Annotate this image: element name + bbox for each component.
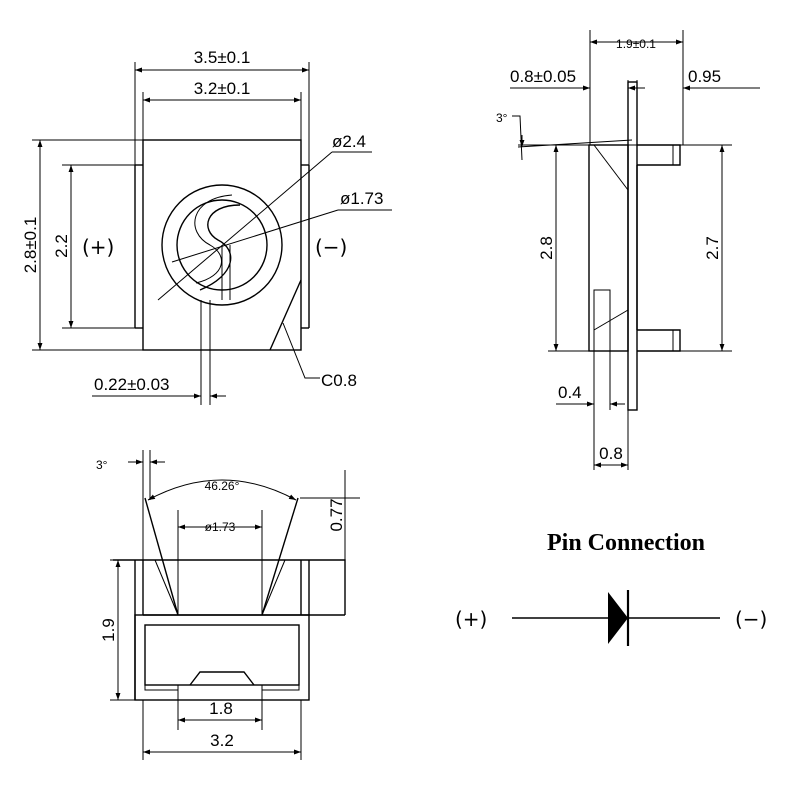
dim-top-span-label: 1.9±0.1: [616, 37, 656, 51]
dim-height-inner-label: 2.2: [52, 234, 71, 258]
dim-pad-span-label: 1.8: [209, 699, 233, 718]
dim-front-lens-label: ø1.73: [205, 520, 236, 534]
package-body: [142, 139, 302, 351]
cone-right: [261, 497, 299, 616]
front-body: [134, 614, 310, 701]
dim-right-offset-label: 0.95: [688, 67, 721, 86]
dim-front-angle-label: 3°: [96, 458, 108, 472]
top-anode-label: (+): [82, 235, 114, 259]
leader-diameter-inner: [171, 209, 339, 263]
pin-connection: Pin Connection (+) (−): [455, 530, 767, 646]
dim-pad-width-label: 0.22±0.03: [94, 375, 170, 394]
leader-diameter-outer: [157, 151, 333, 301]
dim-side-angle-label: 3°: [496, 111, 508, 125]
side-view: 1.9±0.1 0.8±0.05 0.95 3° 2.8: [496, 30, 760, 470]
side-foot: [593, 289, 611, 352]
cone-left: [144, 497, 179, 616]
dim-height-outer-label: 2.8±0.1: [21, 217, 40, 274]
top-view: 3.5±0.1 3.2±0.1 2.8±0.1 2.2 0.22±0.03 C0…: [21, 48, 392, 405]
pin-connection-title: Pin Connection: [547, 530, 705, 556]
dim-front-width-label: 3.2: [210, 731, 234, 750]
lens-outer-circle: [161, 184, 283, 306]
front-view: 46.26° ø1.73 3° 0.77 1.9 1.8 3.2: [96, 450, 360, 760]
dim-width-inner-label: 3.2±0.1: [194, 79, 251, 98]
dim-base-label: 0.8: [599, 444, 623, 463]
dim-front-height-label: 1.9: [99, 618, 118, 642]
pin-anode-label: (+): [455, 607, 487, 631]
diode-triangle-icon: [608, 592, 628, 644]
dim-left-offset-label: 0.8±0.05: [510, 67, 576, 86]
dim-width-outer-label: 3.5±0.1: [194, 48, 251, 67]
dim-side-height-left-label: 2.8: [537, 236, 556, 260]
dim-cone-angle-label: 46.26°: [205, 479, 240, 493]
chamfer-edge: [269, 279, 302, 351]
top-cathode-label: (−): [315, 235, 347, 259]
electrode-trace: [199, 204, 241, 291]
front-chip: [189, 671, 255, 686]
dim-cone-angle: [147, 479, 297, 501]
pin-cathode-label: (−): [735, 607, 767, 631]
leader-chamfer: [282, 322, 320, 379]
dim-lens-inner-label: ø1.73: [340, 189, 383, 208]
dim-lens-height-label: 0.77: [327, 498, 346, 531]
dim-side-height-right-label: 2.7: [703, 236, 722, 260]
side-lead-frame: [627, 81, 638, 411]
dim-foot-label: 0.4: [558, 383, 582, 402]
dim-chamfer-label: C0.8: [321, 371, 357, 390]
dim-lens-outer-label: ø2.4: [332, 132, 366, 151]
side-body-left: [588, 144, 629, 352]
